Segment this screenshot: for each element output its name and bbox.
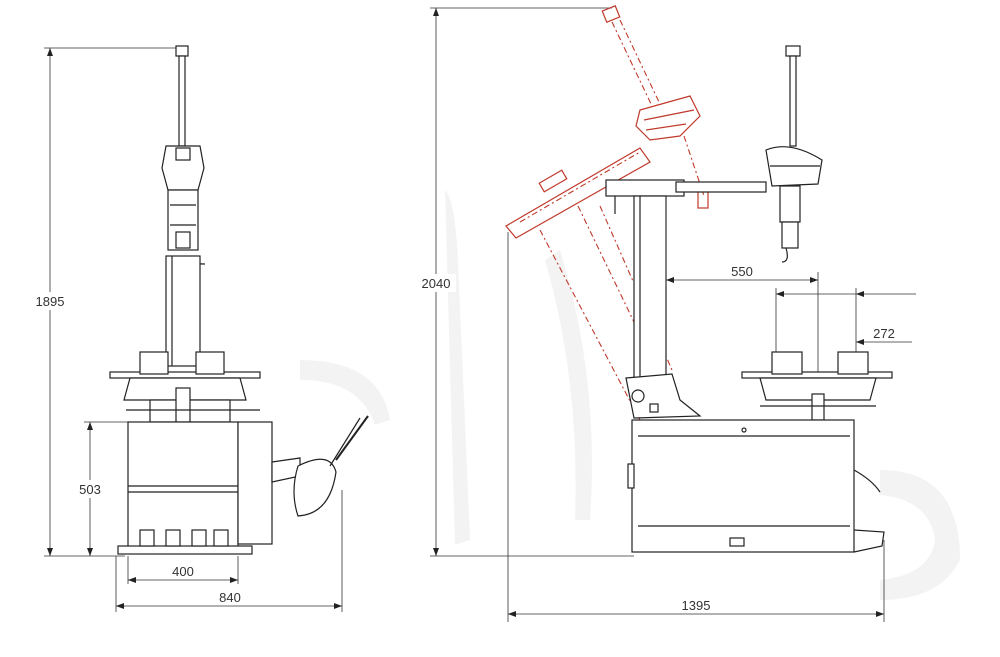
tilted-column	[505, 5, 709, 421]
dim-total-height-right: 2040	[422, 276, 451, 291]
dim-base-height: 503	[79, 482, 101, 497]
dim-base-inner-width: 400	[172, 564, 194, 579]
dim-clamp-offset: 272	[873, 326, 895, 341]
dim-total-length: 1395	[682, 598, 711, 613]
dim-base-total-width: 840	[219, 590, 241, 605]
dim-total-height-left: 1895	[36, 294, 65, 309]
front-view: 1895 503	[30, 45, 369, 612]
pedals	[139, 529, 229, 547]
side-view: 2040	[416, 5, 916, 622]
dim-arm-reach: 550	[731, 264, 753, 279]
